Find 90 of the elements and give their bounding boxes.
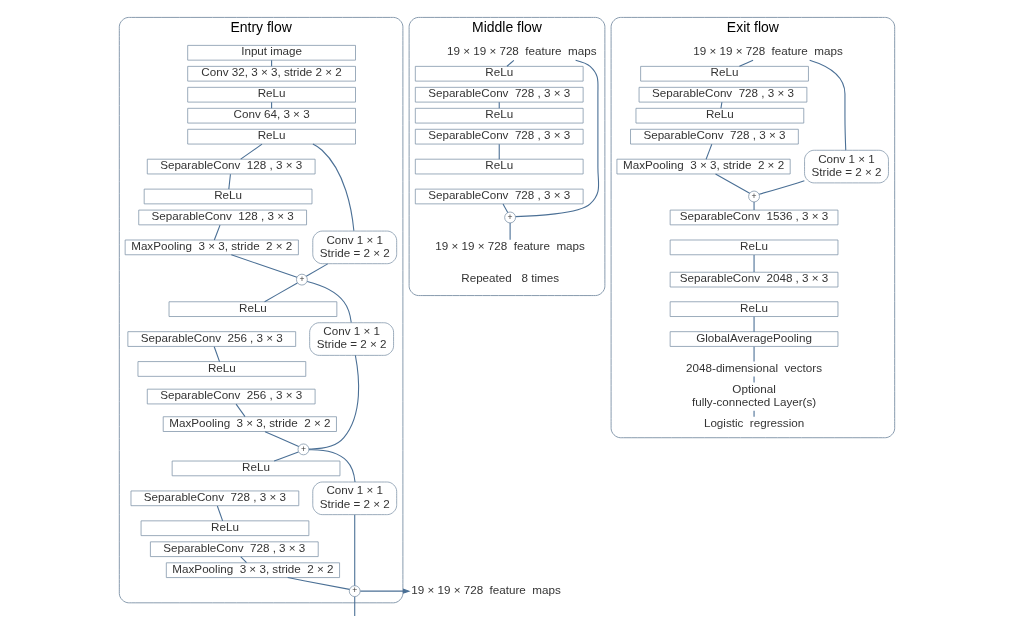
connector — [235, 403, 246, 418]
connector — [714, 173, 750, 194]
connector — [753, 254, 755, 273]
node-box: SeparableConv 728 , 3 × 3 — [414, 188, 584, 205]
label: Repeated 8 times — [460, 271, 559, 285]
node-box: ReLu — [186, 128, 356, 145]
connector — [270, 101, 272, 109]
node-box: ReLu — [669, 239, 838, 256]
node-box: ReLu — [168, 301, 337, 317]
node-box: ReLu — [414, 107, 584, 124]
node-box: SeparableConv 1536 , 3 × 3 — [669, 209, 838, 226]
node-box: SeparableConv 728 , 3 × 3 — [629, 128, 799, 145]
connector — [270, 59, 272, 67]
node-box: ReLu — [143, 188, 312, 205]
connector — [307, 354, 359, 450]
node-box: ReLu — [171, 460, 340, 477]
connector — [264, 431, 299, 448]
connector — [738, 59, 754, 67]
node-box: ReLu — [669, 301, 838, 317]
node-box: ReLu — [635, 107, 804, 124]
connector — [498, 101, 500, 109]
connector — [263, 282, 298, 303]
node-circle: + — [297, 443, 309, 456]
connector — [239, 143, 263, 160]
connector — [505, 59, 514, 67]
node-text: Optional fully-connected Layer(s) — [691, 381, 816, 408]
node-box: Conv 1 × 1 Stride = 2 × 2 — [311, 230, 397, 265]
node-box: SeparableConv 128 , 3 × 3 — [146, 158, 315, 175]
node-box: Conv 1 × 1 Stride = 2 × 2 — [308, 322, 394, 356]
connector — [502, 203, 508, 214]
node-circle: + — [348, 585, 361, 597]
connector — [353, 514, 355, 587]
node-text: 19 × 19 × 728 feature maps — [692, 44, 843, 58]
connector — [227, 173, 231, 190]
node-box: SeparableConv 2048 , 3 × 3 — [669, 271, 838, 288]
connector — [230, 254, 297, 278]
node-box: Conv 64, 3 × 3 — [186, 107, 356, 124]
node-box: SeparableConv 256 , 3 × 3 — [127, 331, 296, 347]
connector — [808, 59, 846, 151]
connector — [273, 451, 299, 462]
node-text: 2048-dimensional vectors — [685, 360, 822, 374]
node-text: 19 × 19 × 728 feature maps — [434, 239, 585, 253]
node-box: Conv 1 × 1 Stride = 2 × 2 — [311, 481, 397, 516]
node-box: MaxPooling 3 × 3, stride 2 × 2 — [165, 562, 340, 578]
node-box: GlobalAveragePooling — [669, 331, 838, 347]
connector — [719, 101, 722, 109]
node-box: MaxPooling 3 × 3, stride 2 × 2 — [124, 239, 299, 256]
connector — [307, 449, 356, 483]
node-text: 19 × 19 × 728 feature maps — [446, 44, 597, 58]
node-box: SeparableConv 728 , 3 × 3 — [149, 541, 319, 557]
node-circle: + — [747, 190, 760, 203]
node-box: ReLu — [137, 361, 306, 377]
node-box: SeparableConv 728 , 3 × 3 — [130, 490, 299, 507]
node-box: SeparableConv 728 , 3 × 3 — [414, 128, 584, 145]
connector — [758, 180, 805, 195]
node-box: ReLu — [414, 158, 584, 175]
connector — [353, 596, 355, 617]
node-box: ReLu — [414, 65, 584, 82]
connector — [213, 346, 220, 363]
connector — [216, 505, 223, 522]
connector — [753, 376, 755, 383]
node-box: MaxPooling 3 × 3, stride 2 × 2 — [162, 416, 337, 432]
node-box: SeparableConv 728 , 3 × 3 — [638, 86, 807, 103]
connector — [514, 59, 599, 218]
connector — [213, 224, 221, 241]
node-box: ReLu — [186, 86, 356, 103]
node-circle: + — [295, 273, 308, 286]
connector — [305, 263, 328, 277]
connector — [509, 222, 511, 241]
node-box: Input image — [186, 45, 356, 61]
connector — [705, 143, 712, 160]
connector — [286, 577, 350, 590]
node-circle: + — [503, 211, 516, 224]
node-box: ReLu — [639, 65, 809, 82]
connector — [498, 143, 500, 160]
node-box: Conv 32, 3 × 3, stride 2 × 2 — [186, 65, 356, 82]
node-box: SeparableConv 256 , 3 × 3 — [146, 388, 315, 405]
node-box: SeparableConv 728 , 3 × 3 — [414, 86, 584, 103]
connector — [753, 201, 755, 211]
connector — [753, 316, 755, 333]
node-box: ReLu — [140, 520, 309, 536]
node-text: 19 × 19 × 728 feature maps — [410, 582, 561, 596]
node-box: SeparableConv 128 , 3 × 3 — [137, 209, 307, 226]
node-text: Logistic regression — [703, 415, 804, 429]
arrow — [359, 588, 411, 594]
connector — [753, 346, 755, 363]
connector — [753, 410, 755, 418]
node-box: Conv 1 × 1 Stride = 2 × 2 — [803, 149, 889, 184]
connector — [306, 281, 352, 323]
node-box: MaxPooling 3 × 3, stride 2 × 2 — [616, 158, 791, 175]
